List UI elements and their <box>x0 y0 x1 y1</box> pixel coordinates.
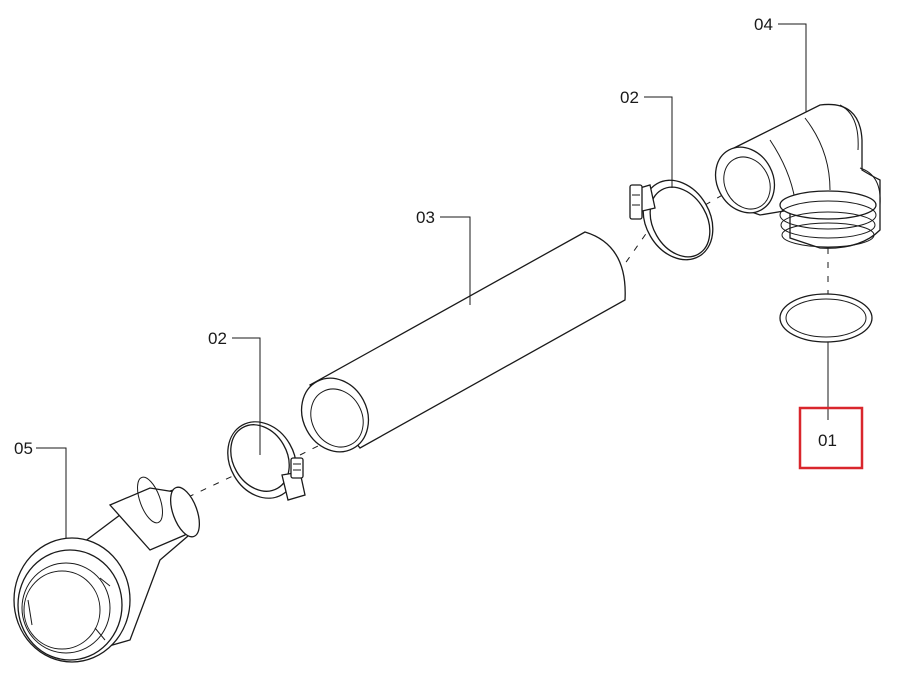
part-03-straight-pipe[interactable] <box>289 231 626 464</box>
part-04-elbow[interactable] <box>704 103 881 249</box>
callout-02-lower: 02 <box>208 329 227 348</box>
part-02-clamp-upper[interactable] <box>629 168 726 273</box>
callout-04: 04 <box>754 15 773 34</box>
part-02-clamp-lower[interactable] <box>214 409 309 510</box>
callout-05: 05 <box>14 439 33 458</box>
highlight-box-01 <box>798 406 864 470</box>
callout-02-upper: 02 <box>620 88 639 107</box>
part-01-o-ring[interactable] <box>779 293 873 343</box>
callout-01: 01 <box>818 431 837 450</box>
part-05-elbow-adapter[interactable] <box>13 474 205 663</box>
callout-03: 03 <box>416 208 435 227</box>
leader-lines <box>36 23 829 538</box>
